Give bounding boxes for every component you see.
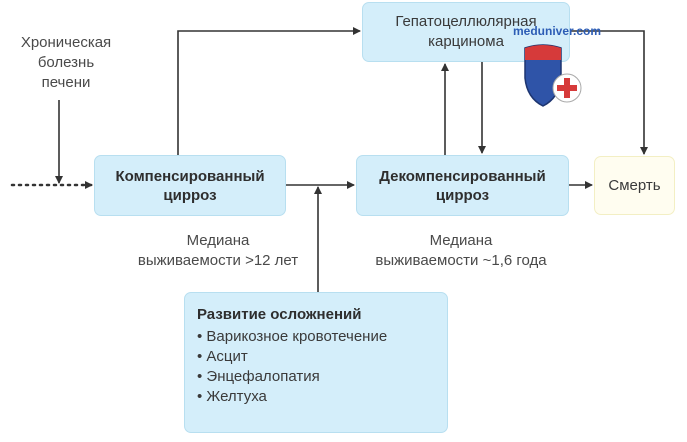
node-text: карцинома (428, 33, 504, 50)
label-line: выживаемости ~1,6 года (375, 252, 547, 269)
watermark: meduniver.com (513, 24, 613, 110)
compensated-to-hcc-arrow (177, 27, 361, 155)
death-node: Смерть (594, 156, 675, 215)
node-text: цирроз (435, 186, 490, 204)
decompensated-cirrhosis-node: Декомпенсированный цирроз (356, 155, 569, 216)
watermark-text: meduniver.com (513, 24, 602, 38)
complications-node: Развитие осложнений • Варикозное кровоте… (184, 292, 448, 433)
node-text: цирроз (163, 186, 217, 204)
node-text: Декомпенсированный (379, 167, 546, 185)
median-survival-decompensated: Медиана выживаемости ~1,6 года (346, 231, 576, 271)
label-line: выживаемости >12 лет (137, 252, 299, 269)
label-line: печени (41, 74, 91, 91)
median-survival-compensated: Медиана выживаемости >12 лет (113, 231, 323, 271)
complication-item: • Варикозное кровотечение (197, 328, 388, 345)
shield-medical-cross-icon (524, 44, 582, 107)
label-line: Медиана (429, 232, 493, 249)
node-text: Смерть (608, 176, 661, 194)
node-text: Гепатоцеллюлярная (395, 13, 537, 30)
label-line: Медиана (186, 232, 250, 249)
label-line: Хроническая (20, 34, 112, 51)
node-text: Компенсированный (115, 167, 265, 185)
chronic-liver-disease-label: Хроническая болезнь печени (2, 33, 130, 93)
hcc-to-death-arrow (570, 30, 648, 155)
complication-item: • Желтуха (197, 388, 267, 405)
complication-item: • Энцефалопатия (197, 368, 320, 385)
complication-item: • Асцит (197, 348, 248, 365)
complications-title: Развитие осложнений (197, 306, 362, 323)
label-line: болезнь (37, 54, 95, 71)
compensated-cirrhosis-node: Компенсированный цирроз (94, 155, 286, 216)
